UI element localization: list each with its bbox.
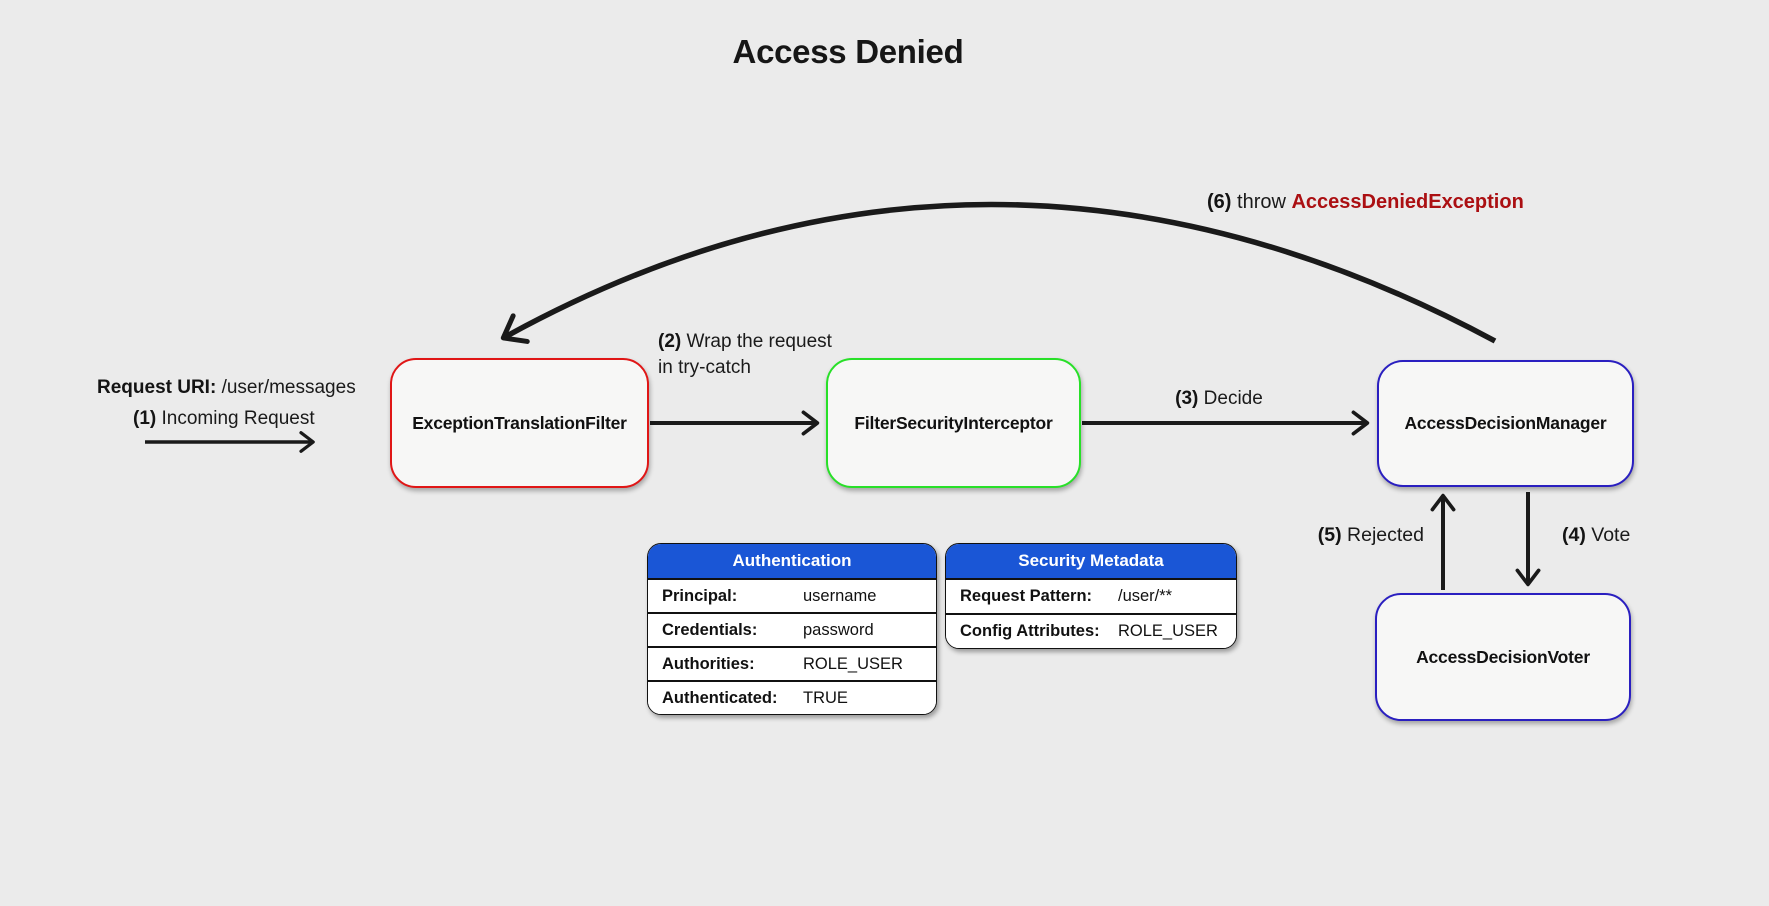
row-value: ROLE_USER (1118, 622, 1218, 640)
step3-number: (3) (1175, 388, 1199, 409)
step1-number: (1) (133, 408, 157, 429)
row-value: ROLE_USER (803, 654, 903, 673)
page-title: Access Denied (732, 33, 964, 70)
table-row: Config Attributes: ROLE_USER (946, 613, 1236, 648)
request-uri-value: /user/messages (221, 377, 356, 398)
node-filter-security-interceptor: FilterSecurityInterceptor (826, 358, 1081, 488)
row-label: Authenticated: (662, 688, 778, 707)
step4-number: (4) (1562, 524, 1586, 546)
row-value: /user/** (1118, 587, 1173, 605)
row-value: username (803, 586, 877, 605)
step2-number: (2) (658, 331, 682, 352)
step1-text: Incoming Request (161, 408, 315, 429)
row-value: password (803, 620, 874, 639)
authentication-table-header: Authentication (648, 544, 936, 578)
step2-line2: in try-catch (658, 357, 751, 378)
step2-line1: Wrap the request (686, 331, 832, 352)
node-label: AccessDecisionVoter (1416, 646, 1590, 667)
step5-text: Rejected (1347, 524, 1424, 546)
table-row: Principal: username (648, 578, 936, 612)
table-row: Request Pattern: /user/** (946, 578, 1236, 613)
table-row: Authorities: ROLE_USER (648, 646, 936, 680)
step5-number: (5) (1317, 524, 1342, 546)
step3-text: Decide (1203, 388, 1263, 409)
step6-number: (6) (1207, 191, 1232, 213)
row-label: Credentials: (662, 620, 758, 639)
node-access-decision-voter: AccessDecisionVoter (1375, 593, 1631, 721)
step3-label: (3) Decide (1119, 388, 1319, 410)
node-label: ExceptionTranslationFilter (412, 412, 627, 433)
step6-exception-name: AccessDeniedException (1291, 191, 1524, 213)
step1-label: (1) Incoming Request (133, 408, 315, 430)
row-label: Authorities: (662, 654, 755, 673)
node-access-decision-manager: AccessDecisionManager (1377, 360, 1634, 487)
step4-label: (4) Vote (1562, 524, 1630, 547)
row-label: Config Attributes: (960, 622, 1100, 640)
throw-exception-curve-arrow (500, 201, 1497, 344)
step5-label: (5) Rejected (1224, 524, 1424, 547)
row-label: Principal: (662, 586, 738, 605)
security-metadata-table: Security Metadata Request Pattern: /user… (945, 543, 1237, 649)
row-value: TRUE (803, 688, 848, 707)
node-exception-translation-filter: ExceptionTranslationFilter (390, 358, 649, 488)
request-uri-label: Request URI: /user/messages (97, 377, 356, 399)
request-uri-key: Request URI: (97, 377, 217, 398)
security-metadata-table-header: Security Metadata (946, 544, 1236, 578)
row-label: Request Pattern: (960, 587, 1093, 605)
node-label: FilterSecurityInterceptor (854, 412, 1053, 433)
authentication-table: Authentication Principal: username Crede… (647, 543, 937, 715)
node-label: AccessDecisionManager (1404, 413, 1607, 433)
step6-label: (6) throw AccessDeniedException (1207, 191, 1524, 214)
step4-text: Vote (1591, 524, 1631, 546)
table-row: Credentials: password (648, 612, 936, 646)
table-row: Authenticated: TRUE (648, 680, 936, 714)
step6-text: throw (1237, 191, 1286, 213)
step2-label: (2) Wrap the request in try-catch (658, 329, 832, 381)
